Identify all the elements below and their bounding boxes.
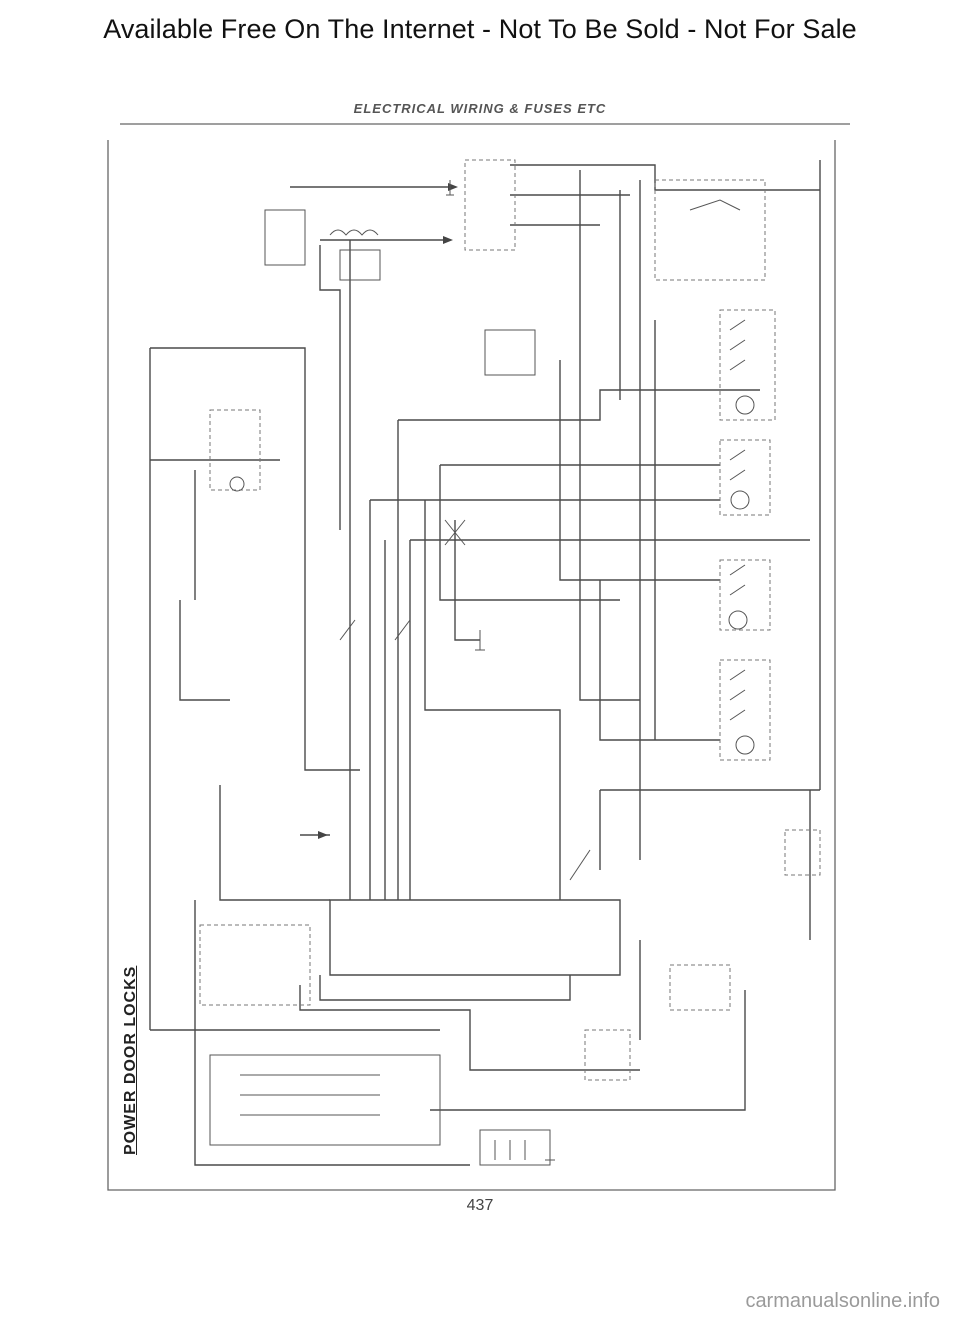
- diagram-frame: [107, 123, 850, 1191]
- switch-contacts: [339, 199, 746, 881]
- main-wiring: [149, 160, 821, 1166]
- section-title: ELECTRICAL WIRING & FUSES ETC: [353, 101, 607, 116]
- page-number: 437: [466, 1197, 494, 1214]
- page-banner: Available Free On The Internet - Not To …: [103, 14, 857, 44]
- motor-symbols: [229, 395, 755, 755]
- ground-symbols: [446, 180, 555, 1161]
- diagram-vertical-title: POWER DOOR LOCKS: [122, 965, 139, 1155]
- relay-blocks: [199, 159, 821, 1166]
- fuse-block-symbols: [240, 229, 526, 1160]
- watermark-text: carmanualsonline.info: [745, 1290, 940, 1312]
